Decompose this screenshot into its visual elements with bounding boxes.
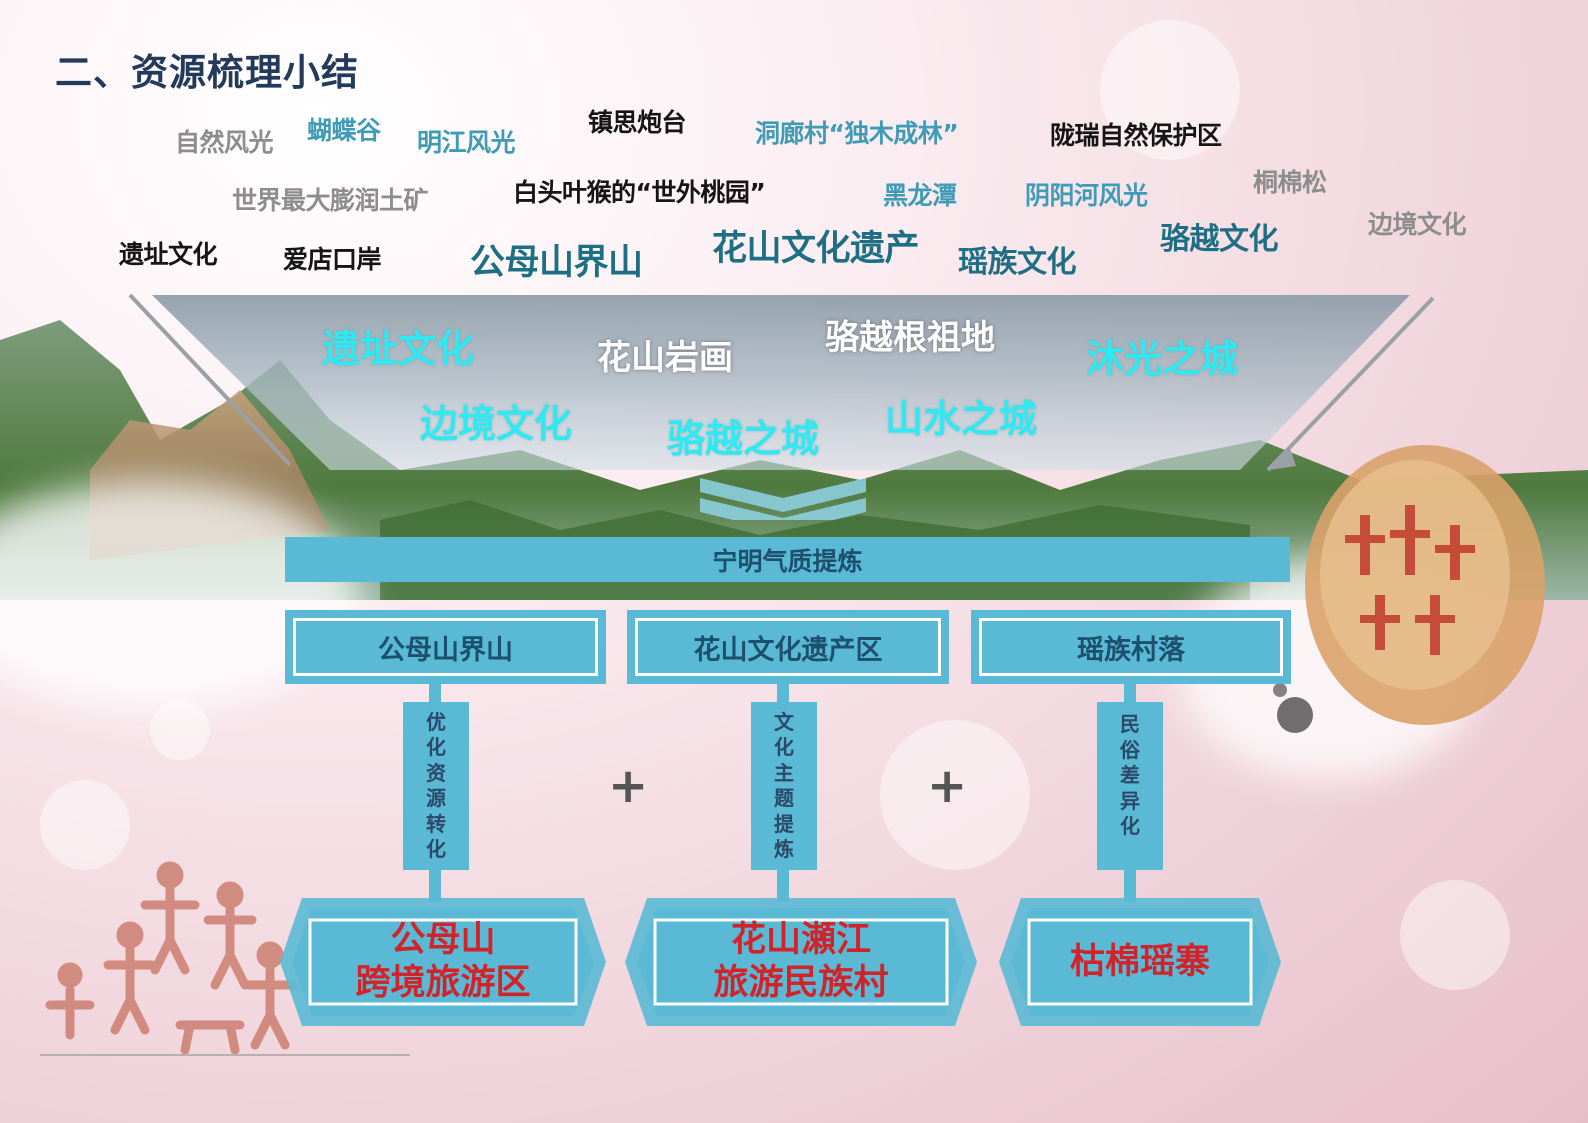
- strategy-char: 资: [426, 760, 446, 785]
- bokeh-light: [1100, 20, 1240, 160]
- category-box: 花山文化遗产区: [627, 610, 949, 684]
- strategy-label: 民 俗 差 异 化: [1097, 702, 1163, 870]
- funnel-keyword: 骆越之城: [667, 417, 820, 461]
- keyword: 阴阳河风光: [1025, 181, 1148, 210]
- strategy-char: 题: [774, 786, 794, 810]
- output-hexagon: 枯棉瑶寨: [999, 898, 1281, 1026]
- strategy-char: 化: [774, 735, 794, 759]
- keyword: 陇瑞自然保护区: [1050, 121, 1222, 150]
- keyword: 遗址文化: [119, 240, 218, 269]
- refine-bar: 宁明气质提炼: [285, 537, 1290, 582]
- output-hexagon: 公母山 跨境旅游区: [280, 898, 606, 1026]
- keyword: 白头叶猴的“世外桃园”: [513, 178, 766, 207]
- strategy-label: 优 化 资 源 转 化: [403, 702, 469, 870]
- category-box: 瑶族村落: [971, 610, 1291, 684]
- output-label: 枯棉瑶寨: [999, 898, 1281, 1026]
- keyword: 边境文化: [1368, 210, 1467, 239]
- hexagon-shape: [999, 898, 1281, 1026]
- strategy-char: 源: [426, 786, 446, 810]
- output-line: 公母山: [390, 920, 496, 960]
- dancing-figures-decoration: [40, 861, 410, 1056]
- bokeh-light: [880, 720, 1030, 870]
- strategy-char: 提: [774, 811, 794, 836]
- strategy-char: 化: [426, 837, 446, 861]
- funnel-keyword: 骆越根祖地: [825, 318, 995, 358]
- category-label: 瑶族村落: [979, 618, 1283, 676]
- strategy-char: 炼: [774, 837, 794, 861]
- strategy-char: 民: [1120, 712, 1140, 736]
- category-label: 花山文化遗产区: [635, 618, 941, 676]
- keyword: 花山文化遗产: [712, 229, 920, 269]
- output-line: 枯棉瑶寨: [1069, 941, 1210, 982]
- output-label: 公母山 跨境旅游区: [280, 898, 606, 1026]
- funnel-keyword: 遗址文化: [322, 327, 475, 371]
- keyword: 明江风光: [417, 128, 516, 157]
- output-hexagon: 花山瀬江 旅游民族村: [625, 898, 977, 1026]
- strategy-char: 化: [1120, 814, 1140, 838]
- output-label: 花山瀬江 旅游民族村: [625, 898, 977, 1026]
- bokeh-light: [150, 700, 210, 760]
- hexagon-shape: [280, 898, 606, 1026]
- funnel-keyword: 山水之城: [885, 397, 1038, 441]
- strategy-char: 优: [426, 709, 446, 734]
- keyword: 洞廊村“独木成林”: [755, 119, 959, 148]
- category-box: 公母山界山: [285, 610, 606, 684]
- strategy-char: 化: [426, 735, 446, 759]
- strategy-label: 文 化 主 题 提 炼: [751, 702, 817, 870]
- output-line: 跨境旅游区: [355, 963, 531, 1003]
- strategy-char: 文: [774, 709, 794, 734]
- keyword: 桐棉松: [1253, 168, 1327, 197]
- keyword: 世界最大膨润土矿: [232, 186, 429, 215]
- output-line: 旅游民族村: [713, 963, 889, 1003]
- funnel-keyword: 沐光之城: [1086, 337, 1239, 381]
- funnel-keyword: 花山岩画: [597, 338, 733, 378]
- keyword: 镇思炮台: [588, 108, 687, 137]
- strategy-char: 差: [1120, 763, 1140, 787]
- keyword: 黑龙潭: [883, 181, 957, 210]
- bokeh-light: [40, 780, 130, 870]
- keyword: 蝴蝶谷: [307, 116, 381, 145]
- keyword: 骆越文化: [1160, 222, 1279, 257]
- strategy-char: 主: [774, 760, 794, 785]
- strategy-char: 转: [426, 811, 446, 836]
- strategy-char: 异: [1120, 788, 1140, 813]
- page-title: 二、资源梳理小结: [55, 51, 359, 94]
- keyword: 公母山界山: [470, 243, 643, 283]
- keyword: 自然风光: [175, 128, 274, 157]
- plus-sign: +: [608, 758, 649, 814]
- strategy-char: 俗: [1120, 737, 1140, 762]
- rock-painting-image: [1273, 445, 1545, 733]
- hexagon-shape: [625, 898, 977, 1026]
- keyword: 爱店口岸: [283, 245, 382, 274]
- funnel-keyword: 边境文化: [420, 402, 573, 446]
- plus-sign: +: [927, 758, 968, 814]
- bokeh-light: [1400, 880, 1510, 990]
- output-line: 花山瀬江: [730, 920, 871, 960]
- keyword: 瑶族文化: [958, 245, 1077, 280]
- category-label: 公母山界山: [293, 618, 598, 676]
